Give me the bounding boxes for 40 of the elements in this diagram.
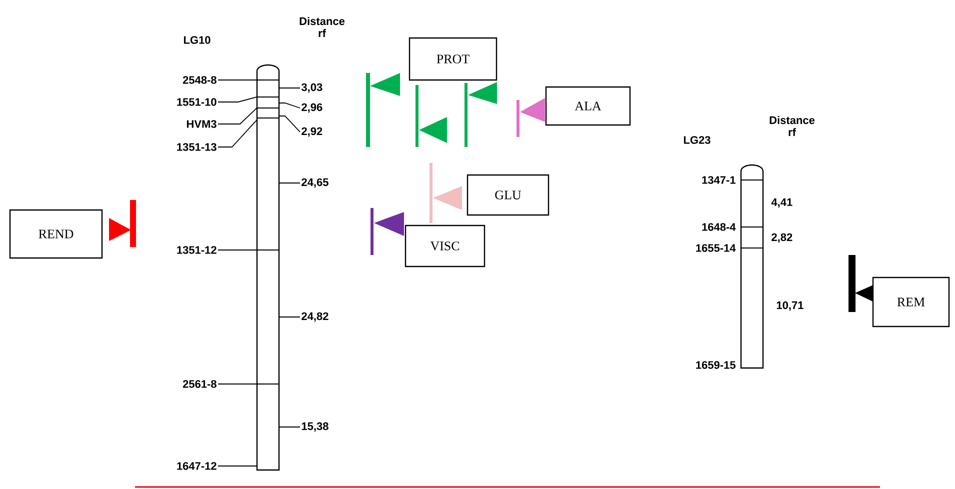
marker-label: 2561-8 (182, 380, 216, 388)
chromosome-drawing (256, 64, 280, 471)
marker-label: 1647-12 (177, 462, 216, 470)
leader-line (218, 96, 258, 102)
trait-box: VISC (404, 224, 486, 268)
leader-line (218, 120, 258, 148)
marker-label: 1347-1 (702, 176, 736, 184)
marker-label: 1648-4 (702, 223, 736, 231)
trait-box: GLU (466, 174, 550, 216)
trait-box: ALA (545, 86, 631, 126)
leader-line (278, 426, 300, 428)
axis-heading: Distance rf (300, 17, 345, 37)
distance-label: 2,96 (302, 103, 322, 113)
distance-label: 10,71 (776, 301, 804, 311)
marker-label: 1659-15 (696, 361, 736, 369)
marker-label: 1655-14 (696, 244, 736, 252)
trait-box: REM (872, 276, 950, 328)
group-label: LG10 (184, 36, 210, 44)
distance-label: 2,82 (772, 233, 792, 243)
group-label: LG23 (684, 136, 710, 144)
leader-line (278, 316, 300, 318)
marker-label: HVM3 (186, 120, 216, 128)
distance-label: 3,03 (301, 83, 322, 93)
chromosome-drawing (740, 164, 764, 369)
distance-label: 4,41 (771, 198, 792, 208)
distance-label: 15,38 (302, 422, 328, 432)
distance-label: 24,65 (302, 178, 328, 188)
leader-line (278, 182, 300, 184)
marker-label: 1351-12 (177, 246, 216, 254)
leader-line (218, 108, 258, 124)
leader-line (278, 102, 300, 108)
marker-label: 1551-10 (177, 98, 216, 106)
trait-box: REND (9, 209, 103, 259)
marker-label: 2548-8 (182, 76, 216, 84)
leader-line (278, 116, 300, 132)
distance-label: 24,82 (302, 312, 328, 322)
axis-heading: Distance rf (770, 116, 815, 136)
marker-label: 1351-13 (177, 143, 216, 151)
trait-box: PROT (408, 37, 498, 81)
distance-label: 2,92 (302, 127, 322, 137)
